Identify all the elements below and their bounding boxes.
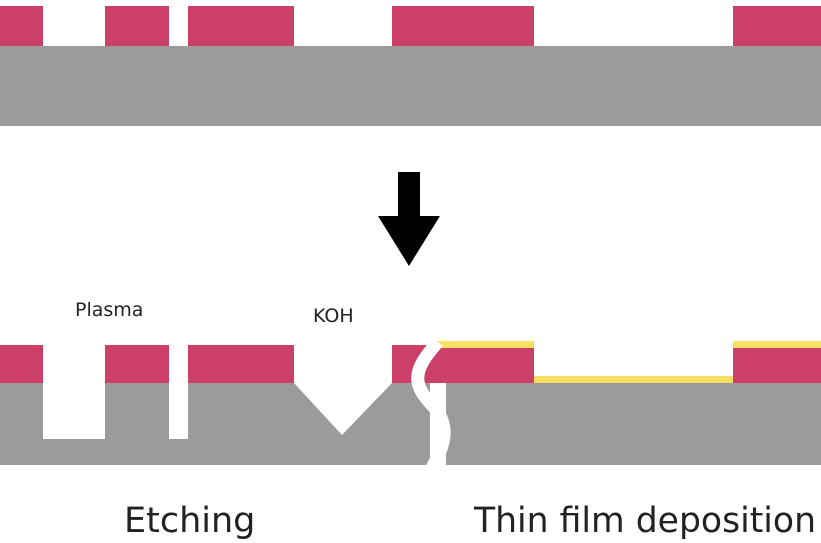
top-mask-segment	[188, 6, 294, 46]
break-line	[411, 337, 451, 472]
etching-label: Etching	[124, 501, 255, 541]
top-mask-segment	[105, 6, 169, 46]
plasma-label: Plasma	[75, 299, 143, 321]
thin-film-on-mask	[733, 341, 821, 348]
bottom-mask-segment	[105, 345, 169, 383]
bottom-substrate-right	[446, 383, 821, 465]
bottom-mask-segment	[733, 348, 821, 383]
top-mask-segment	[392, 6, 534, 46]
bottom-mask-segment	[0, 345, 43, 383]
arrow-down-icon	[378, 172, 440, 266]
initial-wafer	[0, 6, 821, 126]
koh-label: KOH	[313, 305, 354, 327]
processed-wafer	[0, 337, 821, 472]
thin-film-on-mask	[436, 341, 534, 348]
thin-film-in-opening	[534, 376, 733, 383]
thin-film-deposition-label: Thin film deposition	[473, 501, 816, 541]
top-mask-segment	[0, 6, 43, 46]
bottom-mask-segment	[188, 345, 294, 383]
top-substrate	[0, 46, 821, 126]
bottom-substrate	[0, 383, 430, 465]
top-mask-segment	[733, 6, 821, 46]
